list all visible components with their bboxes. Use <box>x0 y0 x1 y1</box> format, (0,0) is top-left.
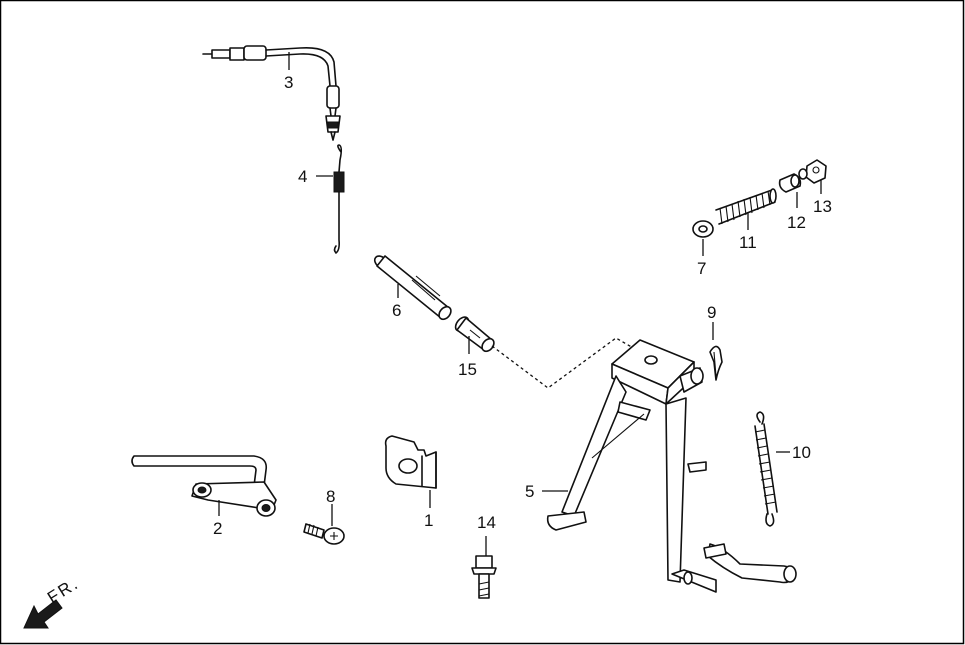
callout-5: 5 <box>525 482 534 501</box>
callout-7: 7 <box>697 259 706 278</box>
part-7-washer[interactable] <box>692 220 714 238</box>
part-1-plate[interactable] <box>384 435 437 489</box>
front-direction-label: FR. <box>44 574 82 608</box>
callout-11: 11 <box>739 233 757 252</box>
callout-12: 12 <box>787 213 806 232</box>
callout-15: 15 <box>458 360 477 379</box>
part-15-collar[interactable] <box>453 315 496 354</box>
callout-1: 1 <box>424 511 433 530</box>
part-10-tension-spring[interactable] <box>754 411 778 527</box>
part-2-stopper-arm[interactable] <box>131 455 277 517</box>
alignment-line <box>491 337 641 389</box>
part-9-cotter-pin[interactable] <box>709 345 723 381</box>
part-3-cable[interactable] <box>202 45 341 141</box>
callout-10: 10 <box>792 443 811 462</box>
callout-9: 9 <box>707 303 716 322</box>
callout-4: 4 <box>298 167 307 186</box>
callout-13: 13 <box>813 197 832 216</box>
part-8-screw[interactable] <box>303 523 345 545</box>
callout-3: 3 <box>284 73 293 92</box>
part-4-return-spring[interactable] <box>333 144 345 254</box>
callout-2: 2 <box>213 519 222 538</box>
callout-6: 6 <box>392 301 401 320</box>
callout-14: 14 <box>477 513 496 532</box>
front-direction-arrow: FR. <box>23 574 82 629</box>
part-5-main-stand[interactable] <box>546 339 797 593</box>
part-11-coil-spring[interactable] <box>715 188 777 225</box>
part-12-collar[interactable] <box>778 173 802 193</box>
part-14-flange-bolt[interactable] <box>471 555 497 599</box>
callout-8: 8 <box>326 487 335 506</box>
part-6-pivot-shaft[interactable] <box>372 254 453 322</box>
part-13-nut[interactable] <box>798 159 827 184</box>
